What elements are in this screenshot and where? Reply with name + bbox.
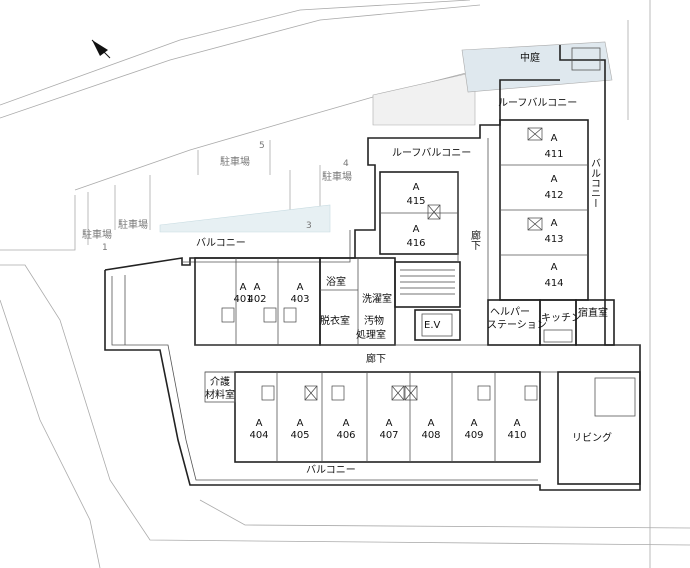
building-outline bbox=[104, 45, 641, 491]
room-walls bbox=[194, 47, 641, 485]
room-411: A 411 bbox=[544, 133, 563, 160]
bathroom-fixtures bbox=[221, 127, 543, 401]
svg-text:A: A bbox=[413, 224, 420, 235]
kitchen-label: キッチン bbox=[541, 312, 581, 324]
corridor-main-label: 廊下 bbox=[366, 352, 386, 365]
living-label: リビング bbox=[572, 431, 612, 444]
dressing-label: 脱衣室 bbox=[320, 314, 350, 327]
svg-text:A: A bbox=[471, 418, 478, 429]
parking-label-4: 駐車場 bbox=[82, 228, 112, 241]
space-labels: 中庭 ルーフバルコニー ルーフバルコニー バルコニー バルコニー バルコニー 廊… bbox=[196, 51, 612, 476]
svg-text:401: 401 bbox=[233, 294, 252, 305]
room-414: A 414 bbox=[544, 262, 563, 289]
svg-text:A: A bbox=[386, 418, 393, 429]
roof-balcony-mid-label: ルーフバルコニー bbox=[392, 147, 471, 159]
svg-text:411: 411 bbox=[544, 149, 563, 160]
courtyard-label: 中庭 bbox=[520, 51, 540, 64]
svg-text:A: A bbox=[254, 282, 261, 293]
svg-text:408: 408 bbox=[421, 430, 440, 441]
svg-text:415: 415 bbox=[406, 196, 425, 207]
stair-icon bbox=[400, 269, 455, 295]
svg-text:A: A bbox=[551, 174, 558, 185]
north-arrow-icon bbox=[91, 39, 111, 59]
svg-text:A: A bbox=[256, 418, 263, 429]
room-412: A 412 bbox=[544, 174, 563, 201]
parking-number-1: 1 bbox=[102, 243, 108, 253]
roof-balcony-top-label: ルーフバルコニー bbox=[498, 97, 577, 109]
laundry-label: 洗濯室 bbox=[362, 292, 392, 305]
svg-text:A: A bbox=[297, 282, 304, 293]
svg-text:A: A bbox=[428, 418, 435, 429]
parking-number-4: 4 bbox=[343, 159, 349, 169]
balcony-left-label: バルコニー bbox=[196, 237, 246, 249]
svg-text:403: 403 bbox=[290, 294, 309, 305]
care-storage-label-1: 介護 bbox=[210, 375, 230, 388]
helper-station-label-1: ヘルパー bbox=[490, 306, 530, 318]
parking-labels: 駐車場 駐車場 駐車場 駐車場 1 3 4 5 bbox=[82, 141, 352, 253]
room-416: A 416 bbox=[406, 224, 425, 249]
svg-text:404: 404 bbox=[249, 430, 268, 441]
roof-hatch bbox=[159, 41, 613, 233]
svg-text:402: 402 bbox=[247, 294, 266, 305]
room-413: A 413 bbox=[544, 218, 563, 245]
night-duty-label: 宿直室 bbox=[578, 306, 608, 319]
parking-number-3: 3 bbox=[306, 221, 312, 231]
svg-text:A: A bbox=[551, 262, 558, 273]
svg-text:A: A bbox=[514, 418, 521, 429]
svg-text:A: A bbox=[551, 218, 558, 229]
svg-text:405: 405 bbox=[290, 430, 309, 441]
svg-text:416: 416 bbox=[406, 238, 425, 249]
parking-number-5: 5 bbox=[259, 141, 265, 151]
parking-label-3: 駐車場 bbox=[118, 218, 148, 231]
parking-label-2: 駐車場 bbox=[322, 170, 352, 183]
soiled-room-label-1: 汚物 bbox=[364, 314, 384, 327]
room-415: A 415 bbox=[406, 182, 425, 207]
corridor-upper-label: 廊下 bbox=[469, 229, 481, 251]
svg-text:A: A bbox=[413, 182, 420, 193]
svg-text:A: A bbox=[343, 418, 350, 429]
svg-text:413: 413 bbox=[544, 234, 563, 245]
bath-label: 浴室 bbox=[326, 275, 346, 288]
svg-text:406: 406 bbox=[336, 430, 355, 441]
ev-label: E.V bbox=[424, 320, 440, 331]
svg-text:414: 414 bbox=[544, 278, 563, 289]
balcony-bottom-label: バルコニー bbox=[306, 464, 356, 476]
svg-text:412: 412 bbox=[544, 190, 563, 201]
svg-text:A: A bbox=[240, 282, 247, 293]
helper-station-label-2: ステーション bbox=[487, 320, 547, 331]
svg-text:409: 409 bbox=[464, 430, 483, 441]
care-storage-label-2: 材料室 bbox=[205, 388, 235, 401]
parking-label-1: 駐車場 bbox=[220, 155, 250, 168]
svg-text:410: 410 bbox=[507, 430, 526, 441]
balcony-right-label: バルコニー bbox=[589, 158, 601, 208]
svg-text:A: A bbox=[297, 418, 304, 429]
soiled-room-label-2: 処理室 bbox=[356, 328, 386, 341]
svg-text:407: 407 bbox=[379, 430, 398, 441]
svg-text:A: A bbox=[551, 133, 558, 144]
